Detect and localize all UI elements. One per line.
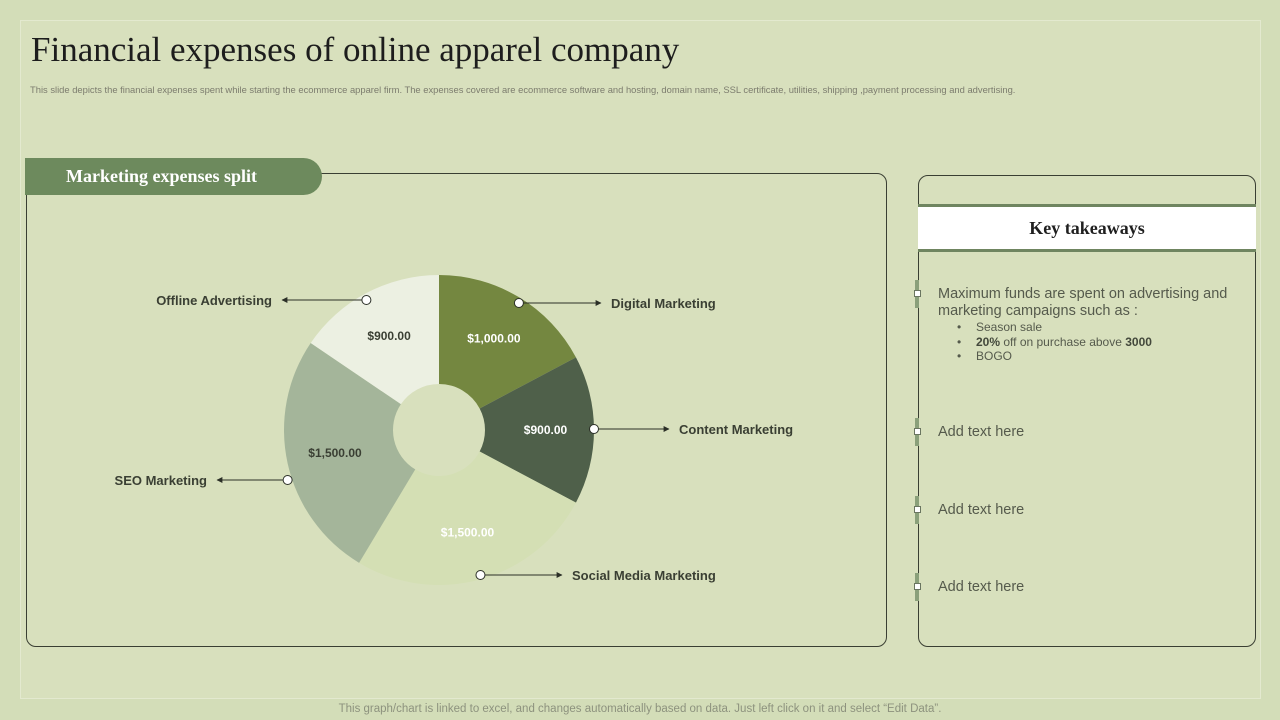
takeaway-placeholder-text[interactable]: Add text here <box>938 502 1025 518</box>
donut-slice[interactable] <box>479 357 594 503</box>
takeaway-dot <box>914 583 921 590</box>
callout-label: Offline Advertising <box>156 293 272 308</box>
takeaway-bullet-list: Season sale 20% off on purchase above 30… <box>957 320 1152 364</box>
takeaway-bullet: 20% off on purchase above 3000 <box>957 335 1152 350</box>
donut-slice[interactable] <box>439 275 576 409</box>
marketing-chart-panel <box>26 173 887 647</box>
key-takeaways-panel <box>918 175 1256 647</box>
callout-dot <box>475 570 486 580</box>
footer-note: This graph/chart is linked to excel, and… <box>338 703 942 715</box>
slice-value-label: $1,500.00 <box>308 446 362 460</box>
slice-value-label: $900.00 <box>367 329 411 343</box>
page-subtitle: This slide depicts the financial expense… <box>30 84 1016 95</box>
takeaway-main-text[interactable]: Maximum funds are spent on advertising a… <box>938 286 1228 319</box>
page-title: Financial expenses of online apparel com… <box>31 30 680 69</box>
key-takeaways-header: Key takeaways <box>918 204 1256 252</box>
donut-slice[interactable] <box>283 343 416 563</box>
callout-label: Social Media Marketing <box>572 568 716 583</box>
slice-value-label: $1,500.00 <box>441 526 495 540</box>
callout-dot <box>589 424 599 434</box>
donut-slice[interactable] <box>359 451 576 585</box>
callout-dot <box>361 295 372 305</box>
callout-label: Digital Marketing <box>611 296 716 311</box>
takeaway-bullet: BOGO <box>957 349 1152 364</box>
callout-label: SEO Marketing <box>115 473 208 488</box>
takeaway-dot <box>914 290 921 297</box>
takeaway-bullet: Season sale <box>957 320 1152 335</box>
callout-label: Content Marketing <box>679 422 793 437</box>
takeaway-dot <box>914 506 921 513</box>
callout-dot <box>282 475 293 485</box>
slice-value-label: $900.00 <box>524 423 568 437</box>
slice-value-label: $1,000.00 <box>467 332 521 346</box>
takeaway-dot <box>914 428 921 435</box>
takeaway-placeholder-text[interactable]: Add text here <box>938 579 1025 595</box>
callout-dot <box>513 298 524 308</box>
donut-slice[interactable] <box>310 275 439 405</box>
takeaway-placeholder-text[interactable]: Add text here <box>938 424 1025 440</box>
panel-tab-label: Marketing expenses split <box>25 158 322 195</box>
